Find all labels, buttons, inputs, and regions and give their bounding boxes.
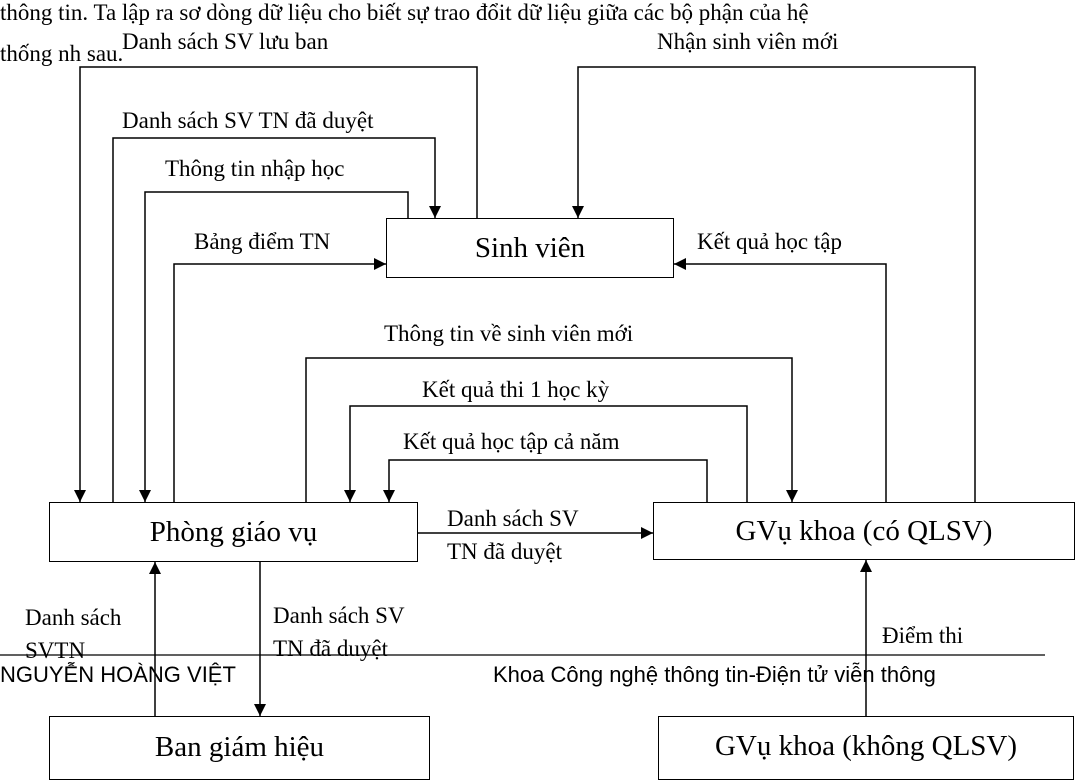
label-ds-sv-tn-top: Danh sách SV TN đã duyệt [122, 108, 374, 133]
flow-thong-tin-sv-moi [305, 357, 798, 502]
entity-ban-giam-hieu: Ban giám hiệu [49, 716, 430, 780]
label-thong-tin-sv-moi: Thông tin về sinh viên mới [384, 321, 634, 346]
label-ket-qua-thi-1-hk: Kết quả thi 1 học kỳ [422, 377, 610, 402]
label-ds-sv-tn-mid-1: Danh sách SV [447, 506, 579, 531]
flow-thong-tin-nhap-hoc [139, 191, 409, 502]
flow-bang-diem-tn [173, 258, 386, 502]
flow-ds-sv-tn-top [112, 137, 441, 502]
label-ket-qua-ht-ca-nam: Kết quả học tập cả năm [403, 429, 620, 454]
label-diem-thi: Điểm thi [882, 623, 964, 648]
intro-line-1: thông tin. Ta lập ra sơ dòng dữ liệu cho… [0, 0, 809, 25]
entity-gvu-khoa-co-qlsv: GVụ khoa (có QLSV) [653, 502, 1075, 560]
entity-gvu-khoa-khong-qlsv: GVụ khoa (không QLSV) [658, 716, 1074, 780]
entity-sinh-vien: Sinh viên [386, 218, 674, 278]
flow-ket-qua-hoc-tap [674, 258, 887, 502]
footer-author: NGUYỄN HOÀNG VIỆT [0, 662, 236, 687]
label-ket-qua-hoc-tap: Kết quả học tập [697, 229, 842, 254]
intro-line-2: thống nh sau. [0, 41, 124, 66]
label-ds-sv-tn-mid-2: TN đã duyệt [447, 539, 562, 564]
label-ds-svtn-2: SVTN [25, 638, 86, 663]
label-bang-diem-tn: Bảng điểm TN [194, 229, 331, 254]
label-ds-sv-luu-ban: Danh sách SV lưu ban [122, 29, 329, 54]
label-ds-svtn-1: Danh sách [25, 605, 122, 630]
label-ds-sv-bgh-1: Danh sách SV [273, 603, 405, 628]
flow-nhan-sv-moi [572, 66, 976, 502]
entity-phong-giao-vu: Phòng giáo vụ [49, 502, 418, 562]
footer-department: Khoa Công nghệ thông tin-Điện tử viễn th… [493, 662, 936, 687]
label-nhan-sv-moi: Nhận sinh viên mới [657, 29, 839, 54]
flow-ket-qua-thi-1-hk [344, 405, 748, 502]
flow-ket-qua-ht-ca-nam [383, 459, 708, 502]
label-ds-sv-bgh-2: TN đã duyệt [273, 636, 388, 661]
flow-ds-sv-luu-ban [74, 66, 478, 502]
label-thong-tin-nhap-hoc: Thông tin nhập học [165, 156, 345, 181]
